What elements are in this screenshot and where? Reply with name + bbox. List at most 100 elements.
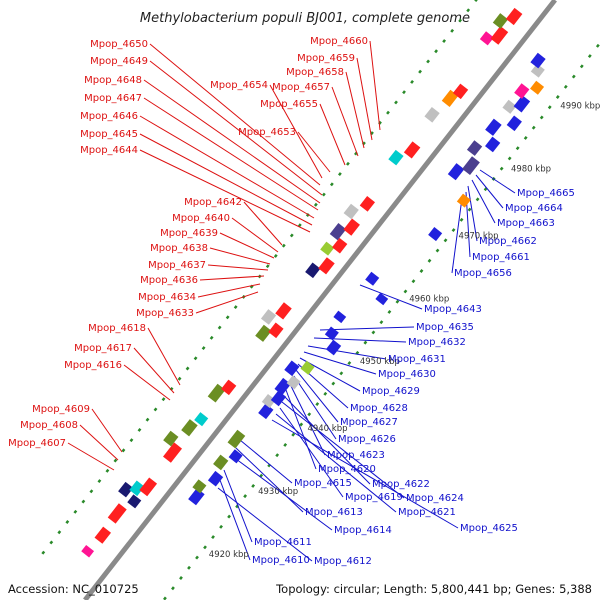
gene-feature (490, 25, 509, 45)
leader-line (143, 79, 321, 204)
tick-dot (515, 146, 520, 151)
leader-line (219, 479, 251, 561)
gene-feature (305, 262, 321, 279)
leader-line (219, 232, 275, 259)
tick-dot (402, 90, 406, 95)
tick-dot (418, 69, 422, 74)
gene-feature (530, 80, 545, 95)
gene-feature (284, 360, 300, 377)
leader-line (479, 169, 516, 194)
leader-line (359, 284, 423, 310)
leader-line (283, 395, 371, 485)
gene-label: Mpop_4662 (479, 236, 537, 247)
leader-line (149, 60, 323, 196)
gene-label: Mpop_4620 (318, 464, 376, 475)
gene-label: Mpop_4660 (310, 36, 368, 47)
leader-line (275, 413, 397, 513)
gene-feature (505, 7, 523, 26)
gene-label: Mpop_4664 (505, 203, 563, 214)
leader-line (295, 369, 339, 423)
tick-dot (179, 576, 183, 580)
leader-line (199, 275, 265, 281)
kbp-label: 4920 kbp (209, 550, 249, 560)
tick-dot (427, 258, 432, 263)
gene-label: Mpop_4657 (272, 82, 330, 93)
gene-label: Mpop_4621 (398, 507, 456, 518)
gene-label: Mpop_4639 (160, 228, 218, 239)
tick-dot (346, 161, 350, 166)
kbp-label: 4970 kbp (459, 231, 499, 241)
tick-dot (307, 412, 312, 417)
tick-dot (387, 309, 392, 314)
tick-dot (315, 402, 320, 406)
tick-dot (571, 74, 576, 79)
leader-line (123, 364, 171, 401)
tick-dot (121, 448, 126, 453)
gene-feature (275, 302, 292, 320)
tick-dot (466, 8, 471, 13)
gene-feature (94, 526, 112, 544)
leader-line (451, 197, 463, 274)
gene-feature (456, 193, 471, 208)
leader-line (471, 179, 496, 224)
gene-feature (318, 257, 335, 275)
topology-text: Topology: circular; Length: 5,800,441 bp… (276, 582, 592, 596)
gene-feature (324, 326, 339, 341)
leader-line (139, 149, 311, 233)
gene-feature (375, 292, 389, 306)
genome-backbone (83, 0, 557, 600)
gene-label: Mpop_4647 (84, 93, 142, 104)
leader-line (143, 97, 319, 211)
gene-label: Mpop_4627 (340, 417, 398, 428)
tick-dot (347, 361, 352, 366)
kbp-label: 4940 kbp (307, 424, 347, 434)
tick-dot (129, 438, 134, 443)
gene-feature (260, 309, 277, 325)
gene-feature (261, 393, 276, 409)
leader-line (297, 131, 331, 173)
tick-dot (475, 197, 480, 202)
tick-dot (499, 166, 504, 171)
gene-label: Mpop_4610 (252, 555, 310, 566)
gene-feature (530, 63, 545, 78)
gene-label: Mpop_4654 (210, 80, 268, 91)
gene-feature (452, 83, 469, 100)
tick-dot (459, 217, 464, 222)
tick-dot (321, 192, 326, 197)
tick-dot (331, 381, 336, 386)
leader-line (279, 407, 344, 498)
gene-feature (221, 379, 237, 396)
leader-line (293, 375, 337, 440)
tick-dot (426, 59, 430, 64)
gene-label: Mpop_4633 (136, 308, 194, 319)
gene-feature (163, 442, 182, 463)
tick-dot (483, 187, 488, 192)
tick-dot (411, 279, 416, 284)
tick-dot (97, 479, 102, 484)
tick-dot (161, 397, 166, 402)
gene-label: Mpop_4636 (140, 275, 198, 286)
leader-line (67, 442, 115, 471)
leader-line (79, 424, 119, 461)
tick-dot (434, 49, 439, 54)
gene-feature (274, 377, 291, 396)
leader-line (269, 84, 323, 179)
kbp-label: 4950 kbp (360, 357, 400, 367)
leader-line (231, 455, 333, 531)
tick-dot (507, 156, 512, 161)
gene-feature (163, 430, 179, 447)
gene-label: Mpop_4609 (32, 404, 90, 415)
leader-line (356, 57, 373, 141)
tick-dot (443, 238, 448, 243)
gene-feature (530, 52, 546, 69)
gene-feature (207, 470, 224, 487)
tick-dot (587, 54, 592, 59)
tick-dot (201, 346, 206, 350)
gene-feature (227, 429, 246, 449)
tick-dot (251, 483, 256, 488)
gene-label: Mpop_4623 (327, 450, 385, 461)
tick-dot (313, 202, 318, 207)
gene-feature (118, 481, 134, 498)
tick-dot (539, 115, 544, 120)
